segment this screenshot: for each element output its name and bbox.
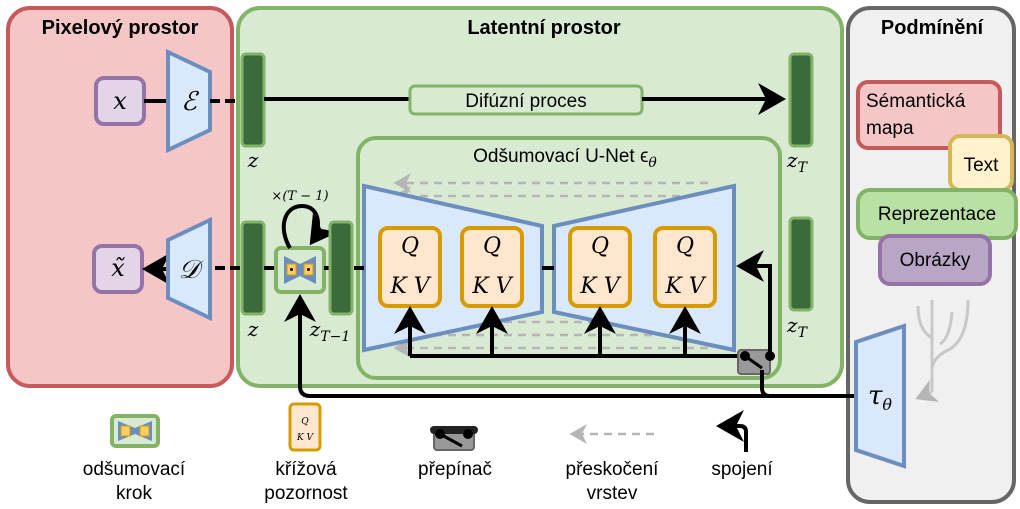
unet-title: Odšumovací U-Net ϵθ <box>473 146 657 171</box>
svg-text:Q: Q <box>676 234 694 259</box>
svg-text:Q: Q <box>591 234 609 259</box>
svg-text:Q: Q <box>301 417 309 427</box>
z-latent-bar-bottom <box>240 220 266 316</box>
repeat-label: ×(T − 1) <box>271 189 328 204</box>
diffusion-process-label: Difúzní proces <box>465 91 586 112</box>
cond-semantic-map: Sémantická mapa <box>856 80 1002 150</box>
zT-latent-bar-bottom <box>788 216 814 312</box>
svg-text:Q: Q <box>401 234 419 259</box>
svg-text:Reprezentace: Reprezentace <box>878 204 996 225</box>
svg-text:Sémantická: Sémantická <box>866 91 966 112</box>
z-label-bottom: z <box>247 317 259 341</box>
tau-symbol: τθ <box>868 381 892 414</box>
legend-skip-label-2: vrstev <box>587 483 638 504</box>
svg-text:mapa: mapa <box>866 118 914 139</box>
tau-encoder-block <box>854 323 906 469</box>
cond-merge-tree <box>915 299 970 402</box>
conditioning-title: Podmínění <box>881 17 985 39</box>
cross-attention-block-2: Q K V <box>460 226 524 308</box>
zT-latent-bar-top <box>788 52 814 148</box>
tau-to-denoise-step <box>284 294 770 398</box>
x-tilde-symbol: x̃ <box>111 254 125 282</box>
zT-label-top: zT <box>786 148 809 176</box>
encoder-block <box>166 48 212 154</box>
legend-concat-arrow <box>716 410 748 452</box>
pixel-space-title: Pixelový prostor <box>42 17 199 39</box>
zT1-label: zT−1 <box>309 317 351 345</box>
zT1-latent-bar <box>328 220 354 316</box>
svg-text:Obrázky: Obrázky <box>900 250 971 271</box>
latent-space-title: Latentní prostor <box>467 17 621 39</box>
legend-denoise-step-icon <box>110 414 160 448</box>
legend-denoise-label-1: odšumovací <box>83 459 186 480</box>
x-symbol: x <box>113 87 127 115</box>
cond-representation: Reprezentace <box>856 188 1018 240</box>
legend-denoise-label-2: krok <box>116 483 152 504</box>
encoder-symbol: ℰ <box>181 87 199 117</box>
svg-text:K V: K V <box>579 274 621 299</box>
legend-cross-attention-icon: Q K V <box>288 402 322 452</box>
svg-text:K V: K V <box>389 274 431 299</box>
legend-skip-label-1: přeskočení <box>566 459 660 480</box>
denoise-step-icon <box>274 246 326 294</box>
legend-cross-label-2: pozornost <box>264 483 348 504</box>
cond-images: Obrázky <box>878 234 992 286</box>
cross-attention-block-1: Q K V <box>378 226 442 308</box>
svg-text:K V: K V <box>471 274 513 299</box>
legend-switch-icon <box>430 426 478 451</box>
decoder-block <box>166 216 212 322</box>
z-label-top: z <box>247 148 259 172</box>
legend-switch-label: přepínač <box>418 459 492 480</box>
cond-text: Text <box>948 134 1014 192</box>
legend-concat-label: spojení <box>711 459 773 480</box>
cross-attention-block-3: Q K V <box>568 226 632 308</box>
svg-text:K V: K V <box>664 274 706 299</box>
zT-label-bottom: zT <box>786 313 809 341</box>
svg-text:Q: Q <box>483 234 501 259</box>
repeat-loop-arrow <box>281 203 339 250</box>
svg-text:K V: K V <box>296 433 315 443</box>
switch-to-unet <box>736 250 772 356</box>
z-latent-bar <box>240 52 266 148</box>
switch-lever <box>744 354 763 370</box>
legend-cross-label-1: křížová <box>275 459 337 480</box>
cross-attention-block-4: Q K V <box>653 226 717 308</box>
svg-text:Text: Text <box>964 155 1000 176</box>
